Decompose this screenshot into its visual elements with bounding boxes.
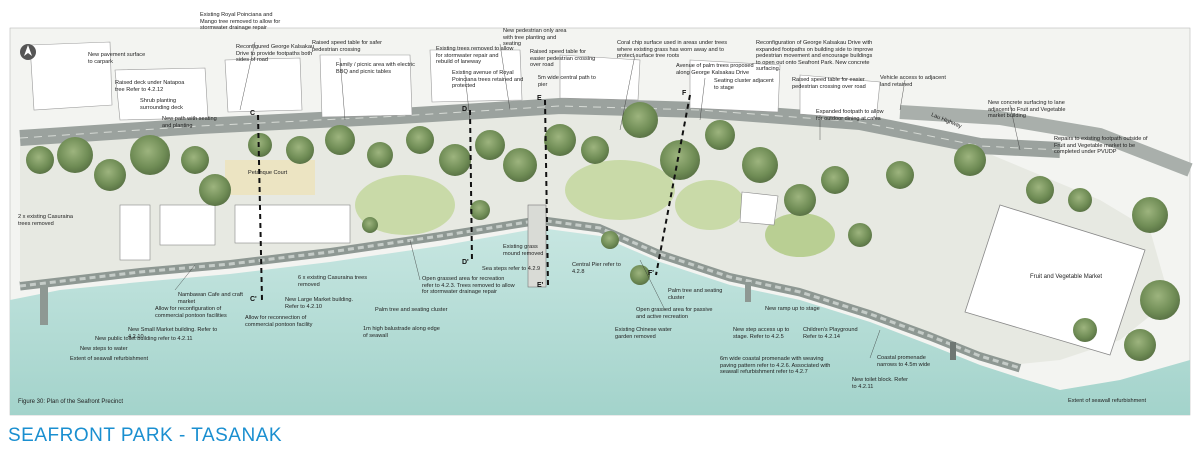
annotation-grass-mound: Existing grass mound removed — [503, 244, 544, 257]
section-marker-e-prime: E' — [537, 282, 544, 289]
annotation-central-pier: Central Pier refer to 4.2.8 — [572, 262, 621, 275]
annotation-seating-cluster: Seating cluster adjacent to stage — [714, 78, 774, 91]
annotation-childrens-playground: Children's Playground Refer to 4.2.14 — [803, 327, 858, 340]
north-arrow-icon — [20, 44, 36, 60]
annotation-coral-chip: Coral chip surface used in areas under t… — [617, 40, 728, 60]
annotation-seawall-refurb-right: Extent of seawall refurbishment — [1068, 398, 1147, 404]
section-marker-c: C — [250, 110, 256, 117]
annotation-raised-deck: Raised deck under Natapoa tree Refer to … — [115, 80, 185, 93]
label-fruit-veg-market: Fruit and Vegetable Market — [1030, 274, 1103, 280]
annotation-new-concrete-lane: New concrete surfacing to lane adjacent … — [988, 100, 1066, 120]
annotation-expanded-footpath: Expanded footpath to allow for outdoor d… — [816, 109, 884, 122]
annotation-vehicle-access: Vehicle access to adjacent land retained — [880, 75, 946, 88]
annotation-avenue-palm: Avenue of palm trees proposed along Geor… — [676, 63, 754, 76]
annotation-open-grassed-recreation: Open grassed area for recreation refer t… — [422, 276, 515, 296]
annotation-step-access: New step access up to stage. Refer to 4.… — [733, 327, 790, 340]
annotation-seawall-refurb-left: Extent of seawall refurbishment — [70, 356, 149, 362]
annotation-balustrade: 1m high balustrade along edge of seawall — [363, 326, 440, 339]
annotation-casuarina-removed: 2 x existing Casuraina trees removed — [18, 214, 74, 227]
trees — [26, 102, 1180, 361]
annotation-central-path: 5m wide central path to pier — [538, 75, 596, 88]
annotation-reconfigured-george: Reconfigured George Kalsakau Drive to pr… — [236, 44, 315, 64]
annotation-promenade-narrows: Coastal promenade narrows to 4.5m wide — [877, 355, 931, 368]
annotation-raised-speed-easier: Raised speed table for easier pedestrian… — [530, 49, 596, 69]
annotation-coastal-promenade: 6m wide coastal promenade with weaving p… — [720, 356, 831, 376]
annotation-public-toilet: New public toilet building refer to 4.2.… — [95, 336, 193, 342]
annotation-repairs-footpath: Repairs to existing footpath outside of … — [1054, 136, 1148, 156]
annotation-raised-speed-easier-2: Raised speed table for easier pedestrian… — [792, 77, 866, 90]
section-marker-e: E — [537, 95, 542, 102]
section-marker-d: D — [462, 106, 468, 113]
annotation-raised-speed-safer: Raised speed table for safer pedestrian … — [312, 40, 382, 53]
page-title: SEAFRONT PARK - TASANAK — [8, 425, 283, 446]
annotation-ped-only-area: New pedestrian only area with tree plant… — [503, 28, 567, 48]
seafront-plan-map — [9, 27, 1193, 416]
annotation-steps-water: New steps to water — [80, 346, 128, 352]
annotation-toilet-block: New toilet block. Refer to 4.2.11 — [852, 377, 908, 390]
section-marker-f: F — [682, 90, 687, 97]
section-marker-c-prime: C' — [250, 296, 257, 303]
central-pier — [527, 204, 547, 288]
annotation-small-market: New Small Market building. Refer to 4.2.… — [128, 327, 218, 340]
annotation-palm-seating: Palm tree and seating cluster — [375, 307, 448, 313]
annotation-pontoon-facility: Allow for reconnection of commercial pon… — [245, 315, 313, 328]
annotation-pontoon-facilities: Allow for reconfiguration of commercial … — [155, 306, 227, 319]
annotation-new-path: New path with seating and planting — [162, 116, 217, 129]
section-marker-f-prime: F' — [648, 270, 654, 277]
annotation-chinese-water-garden: Existing Chinese water garden removed — [615, 327, 672, 340]
section-lines — [257, 94, 691, 301]
town-buildings — [29, 41, 881, 121]
annotation-avenue-poinciana: Existing avenue of Royal Poinciana trees… — [452, 70, 524, 90]
annotation-open-grassed-passive: Open grassed area for passive and active… — [636, 307, 713, 320]
annotation-large-market: New Large Market building. Refer to 4.2.… — [285, 297, 354, 310]
grass-lawns — [225, 160, 835, 257]
annotation-palm-seating-2: Palm tree and seating cluster — [668, 288, 723, 301]
annotation-shrub-planting: Shrub planting surrounding deck — [140, 98, 183, 111]
lau-highway-road — [899, 105, 1193, 177]
leader-lines — [174, 41, 1021, 359]
park-buildings — [119, 191, 779, 261]
annotation-new-pavement: New pavement surface to carpark — [88, 52, 146, 65]
annotation-family-picnic: Family / picnic area with electric BBQ a… — [336, 62, 415, 75]
label-petanque-court: Petanque Court — [248, 170, 288, 176]
harbour-water — [10, 228, 1190, 415]
annotation-sea-steps: Sea steps refer to 4.2.9 — [482, 266, 541, 272]
annotation-new-ramp: New ramp up to stage — [765, 306, 820, 312]
fruit-veg-market-building — [964, 204, 1146, 356]
annotation-royal-poinciana: Existing Royal Poinciana and Mango tree … — [200, 12, 281, 32]
section-marker-d-prime: D' — [462, 259, 469, 266]
annotation-six-casuarina: 6 x existing Casuraina trees removed — [298, 275, 368, 288]
annotation-trees-removed-laneway: Existing trees removed to allow for stor… — [436, 46, 514, 66]
annotation-nambawan: Nambawan Cafe and craft market — [178, 292, 243, 305]
annotation-reconfig-george-expanded: Reconfiguration of George Kalsakau Drive… — [756, 40, 874, 73]
jetties — [40, 282, 956, 360]
figure-caption: Figure 30: Plan of the Seafront Precinct — [18, 399, 124, 405]
